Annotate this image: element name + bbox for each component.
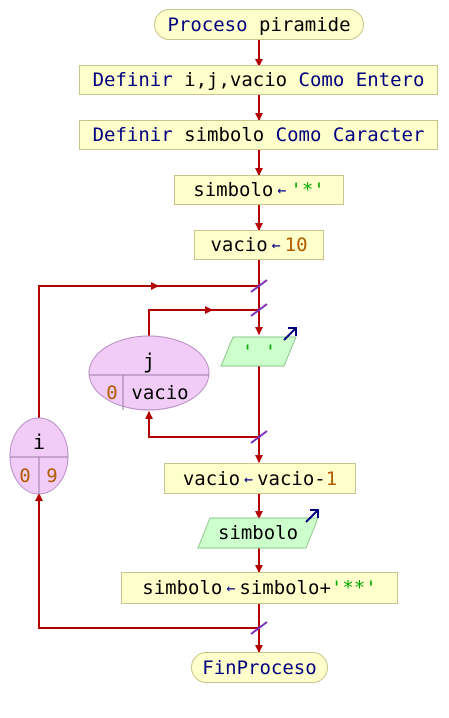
assign-simbolo-node[interactable]: simbolo←'*' — [174, 175, 344, 205]
write-space-label: ' ' — [241, 341, 277, 363]
assign-rhs-number: 1 — [325, 467, 338, 490]
outer-loop-from: 0 — [19, 465, 30, 487]
assign-arrow-icon: ← — [277, 181, 287, 199]
assign-rhs-string: '*' — [290, 179, 325, 201]
start-process-name: piramide — [259, 13, 351, 36]
inner-loop-node[interactable]: j 0 vacio — [88, 335, 210, 411]
assign-arrow-icon: ← — [271, 236, 281, 254]
outer-loop-return — [35, 493, 259, 629]
define-vars: i,j,vacio — [184, 69, 288, 91]
inner-loop-var: j — [143, 349, 155, 373]
inner-loop-to: vacio — [131, 382, 188, 404]
outer-loop-node[interactable]: i 0 9 — [9, 417, 69, 495]
assign-lhs: vacio — [182, 467, 241, 490]
type-keyword: Entero — [355, 69, 425, 91]
concat-simbolo-node[interactable]: simbolo←simbolo+'**' — [121, 572, 398, 604]
start-keyword: Proceso — [167, 13, 248, 36]
assign-rhs-var: vacio- — [257, 467, 326, 490]
define-keyword: Definir — [92, 69, 173, 91]
loop-mark-outer-top — [250, 279, 268, 293]
assign-lhs: vacio — [210, 234, 268, 256]
define-ints-node[interactable]: Definir i,j,vacio Como Entero — [79, 65, 438, 95]
define-vars: simbolo — [184, 124, 265, 146]
assign-arrow-icon: ← — [244, 469, 254, 488]
como-keyword: Como — [275, 124, 322, 146]
assign-lhs: simbolo — [142, 577, 223, 599]
inner-loop-return — [145, 411, 259, 438]
end-keyword: FinProceso — [202, 656, 317, 679]
inner-loop-from: 0 — [106, 382, 117, 404]
assign-arrow-icon: ← — [226, 579, 236, 597]
assign-rhs-string: '**' — [330, 577, 377, 599]
output-arrow-icon — [305, 509, 319, 523]
write-node-space-shape[interactable] — [220, 336, 297, 367]
type-keyword: Caracter — [332, 124, 425, 146]
define-char-node[interactable]: Definir simbolo Como Caracter — [79, 120, 438, 150]
outer-loop-top — [38, 285, 150, 418]
loop-mark-inner-bottom — [250, 430, 268, 444]
assign-vacio-node[interactable]: vacio←10 — [194, 230, 324, 260]
write-node-simbolo-shape[interactable] — [197, 517, 319, 549]
assign-rhs-number: 10 — [284, 234, 308, 256]
decrement-vacio-node[interactable]: vacio←vacio-1 — [164, 463, 356, 494]
inner-loop-top — [148, 309, 206, 338]
start-node[interactable]: Proceso piramide — [154, 9, 364, 40]
assign-rhs-var: simbolo+ — [239, 577, 331, 599]
como-keyword: Como — [298, 69, 345, 91]
end-node[interactable]: FinProceso — [191, 652, 328, 683]
loop-mark-outer-bottom — [250, 621, 268, 635]
loop-mark-inner-top — [250, 303, 268, 317]
write-simbolo-label: simbolo — [217, 522, 299, 544]
outer-loop-to: 9 — [46, 465, 57, 487]
assign-lhs: simbolo — [193, 179, 274, 201]
define-keyword: Definir — [92, 124, 173, 146]
output-arrow-icon — [283, 327, 297, 341]
outer-loop-var: i — [33, 430, 45, 454]
